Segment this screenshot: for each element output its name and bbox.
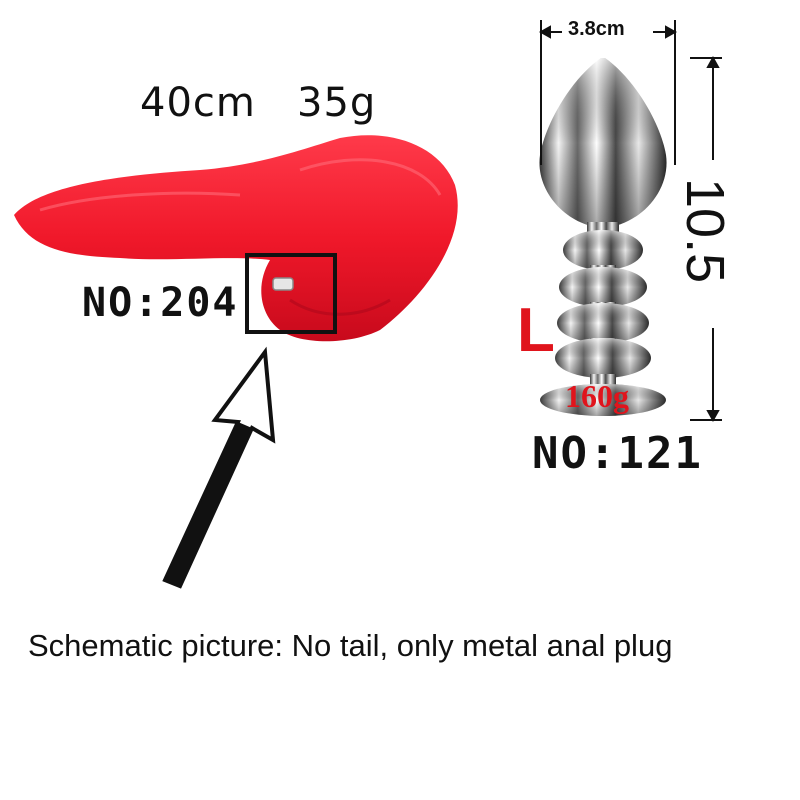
plug-weight-label: 160g bbox=[565, 378, 629, 414]
fur-tail bbox=[14, 135, 458, 342]
metal-plug bbox=[539, 58, 667, 416]
height-dimension bbox=[690, 55, 722, 423]
width-dimension bbox=[538, 20, 678, 165]
plug-width-label: 3.8cm bbox=[566, 18, 627, 41]
arrow-icon bbox=[162, 346, 276, 589]
tail-weight-label: 35g bbox=[297, 80, 377, 126]
caption: Schematic picture: No tail, only metal a… bbox=[28, 628, 673, 663]
highlight-box bbox=[245, 253, 337, 334]
tail-model-number: NO:204 bbox=[82, 280, 239, 326]
size-letter: L bbox=[517, 296, 555, 365]
plug-model-number: NO:121 bbox=[532, 428, 703, 479]
tail-length-label: 40cm bbox=[140, 80, 256, 126]
plug-height-label: 10.5 bbox=[675, 178, 735, 284]
